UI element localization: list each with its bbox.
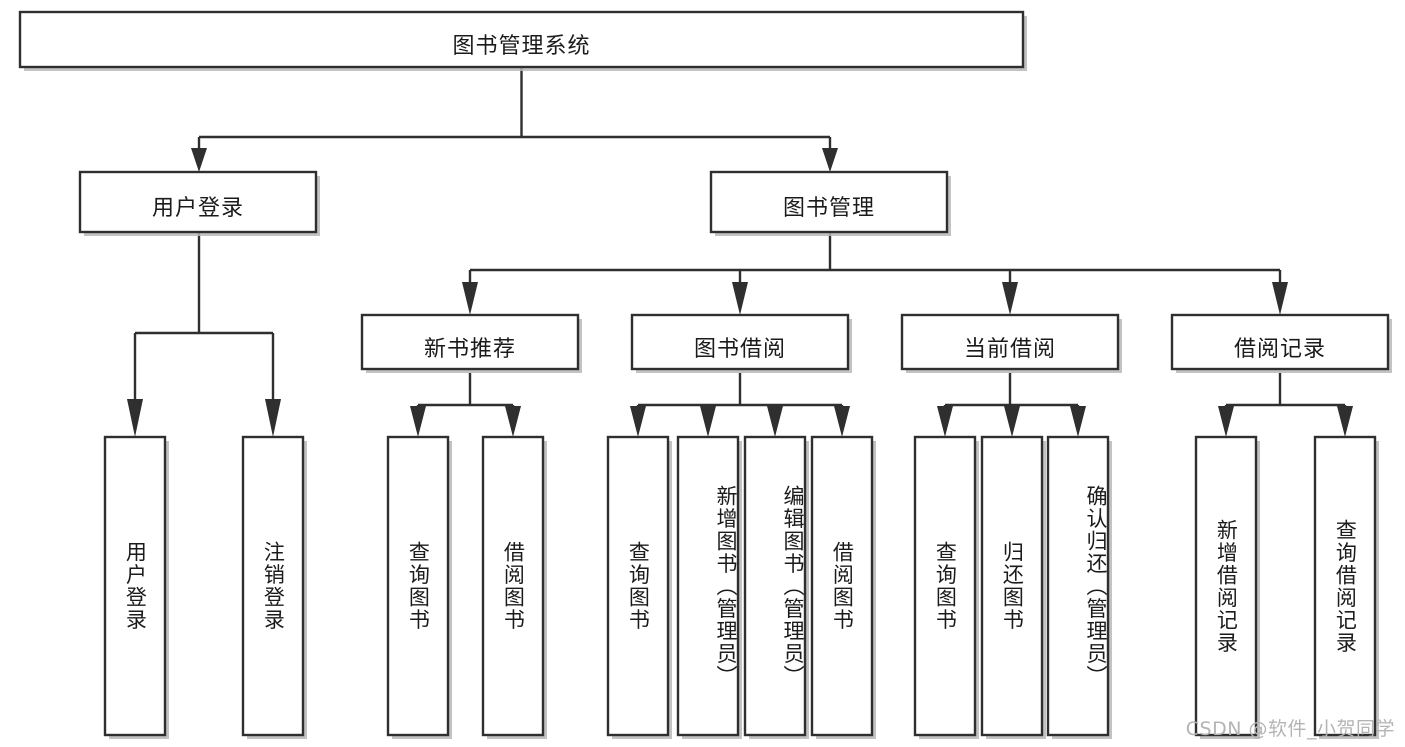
node-leaf-nb-borrow[interactable] [481, 435, 545, 737]
arrow-head-br-add [1218, 406, 1234, 437]
node-leaf-cb-query[interactable] [913, 435, 977, 737]
node-book-manage[interactable] [709, 170, 949, 234]
arrow-head-cb-confirm [1070, 406, 1086, 437]
arrow-head-bb-borrow [834, 406, 850, 437]
node-leaf-br-query[interactable] [1313, 435, 1377, 737]
node-leaf-user-logout[interactable] [241, 435, 305, 737]
connector-layer [127, 67, 1353, 437]
arrow-head-bb-query [630, 406, 646, 437]
arrow-head-bookmanage [822, 148, 838, 172]
arrow-head-userlogin [191, 148, 207, 172]
arrow-head-bookborrow [732, 282, 748, 315]
arrow-head-newbook [462, 282, 478, 315]
arrow-head-borrowrecord [1272, 282, 1288, 315]
node-root[interactable] [18, 10, 1025, 69]
arrow-head-leaf-user-logout [265, 399, 281, 437]
arrow-head-br-query [1337, 406, 1353, 437]
node-leaf-nb-query[interactable] [386, 435, 450, 737]
node-leaf-user-login[interactable] [103, 435, 167, 737]
node-borrow-record[interactable] [1170, 313, 1390, 371]
node-layer [18, 10, 1392, 739]
node-leaf-bb-add[interactable] [676, 435, 740, 737]
node-current-borrow[interactable] [900, 313, 1120, 371]
node-book-borrow[interactable] [630, 313, 850, 371]
node-leaf-cb-confirm[interactable] [1046, 435, 1110, 737]
arrow-head-leaf-user-login [127, 399, 143, 437]
node-leaf-br-add[interactable] [1194, 435, 1258, 737]
arrow-head-bb-add [700, 406, 716, 437]
node-leaf-bb-edit[interactable] [743, 435, 807, 737]
node-leaf-bb-query[interactable] [606, 435, 670, 737]
arrow-head-cb-return [1004, 406, 1020, 437]
node-user-login[interactable] [78, 170, 318, 234]
arrow-head-nb-borrow [505, 406, 521, 437]
node-leaf-bb-borrow[interactable] [810, 435, 874, 737]
arrow-head-currentborrow [1002, 282, 1018, 315]
arrow-head-cb-query [937, 406, 953, 437]
arrow-head-bb-edit [767, 406, 783, 437]
arrow-head-nb-query [410, 406, 426, 437]
node-new-book-rec[interactable] [360, 313, 580, 371]
node-leaf-cb-return[interactable] [980, 435, 1044, 737]
